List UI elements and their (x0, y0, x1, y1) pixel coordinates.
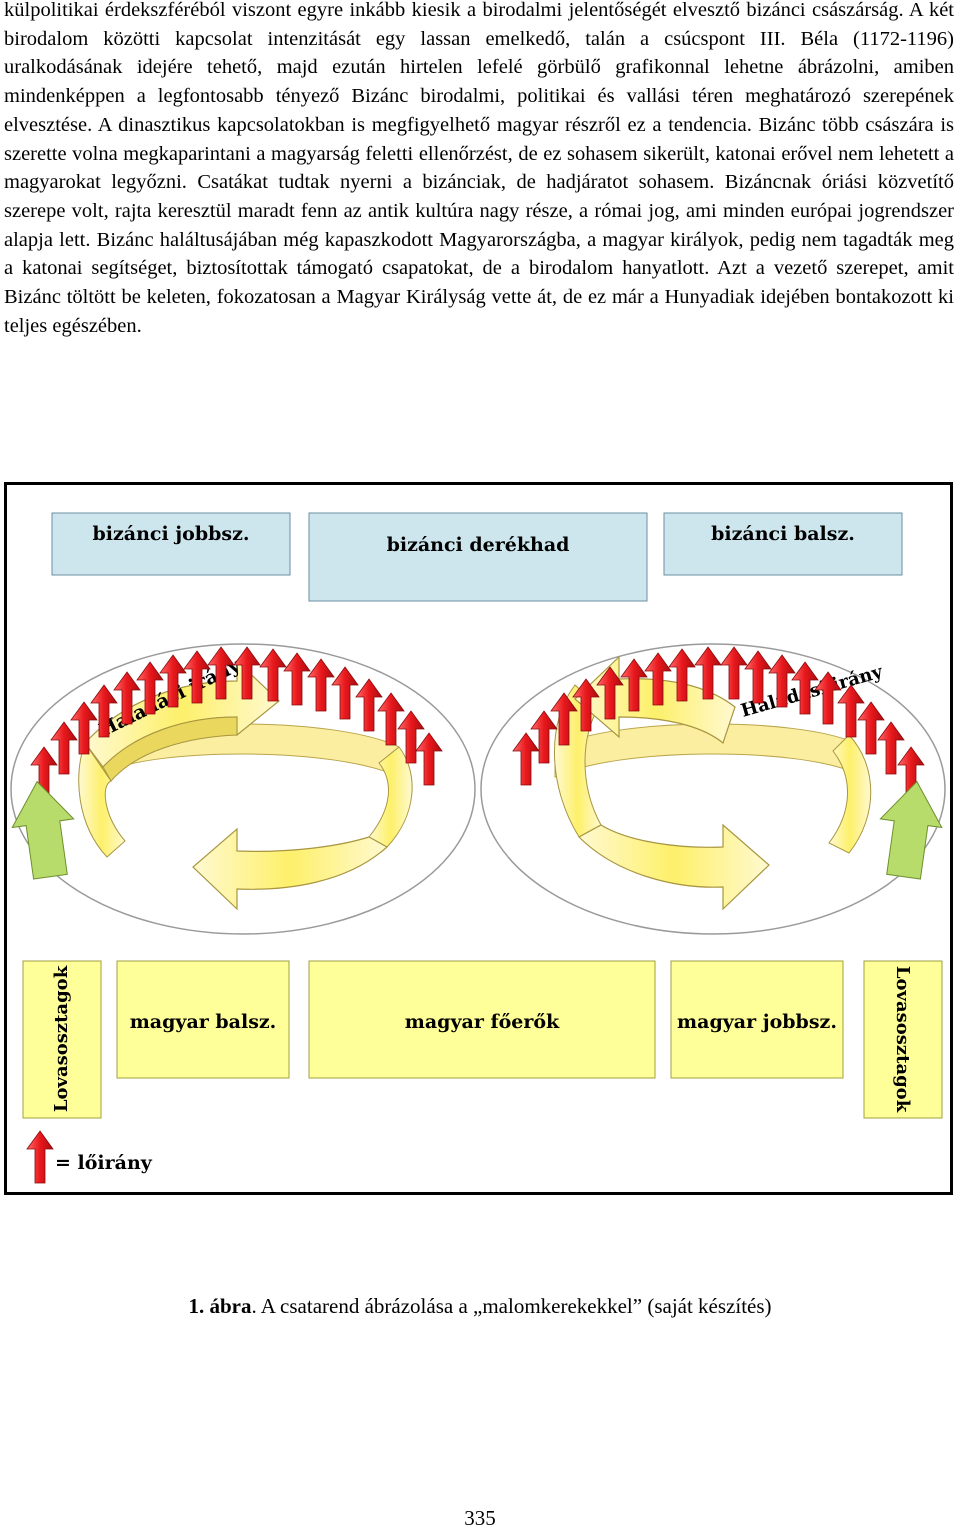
byzantine-center-box: bizánci derékhad (308, 512, 648, 602)
legend: = lőirány (26, 1130, 153, 1184)
cavalry-left-label: Lovasosztagok (51, 965, 72, 1112)
body-paragraph: külpolitikai érdekszféréból viszont egyr… (4, 0, 954, 337)
cavalry-right-box: Lovasosztagok (863, 960, 943, 1119)
cavalry-right-label: Lovasosztagok (892, 966, 913, 1113)
right-wheel-bottom-arrow (578, 823, 770, 911)
hungarian-main-force-box: magyar főerők (308, 960, 656, 1079)
figure-caption: 1. ábra. A csatarend ábrázolása a „malom… (0, 1294, 960, 1319)
cavalry-left-box: Lovasosztagok (22, 960, 102, 1119)
left-wheel-bottom-arrow (192, 827, 389, 911)
battle-formation-figure: bizánci jobbsz. bizánci derékhad bizánci… (4, 482, 953, 1195)
caption-number: 1. ábra (188, 1294, 252, 1318)
cavalry-arrow-left (11, 780, 75, 880)
caption-text: . A csatarend ábrázolása a „malomkerekek… (251, 1294, 772, 1318)
byzantine-right-wing-box: bizánci jobbsz. (51, 512, 291, 576)
hungarian-main-force-label: magyar főerők (405, 1011, 560, 1033)
byzantine-center-label: bizánci derékhad (387, 534, 570, 556)
byzantine-left-wing-label: bizánci balsz. (711, 523, 855, 545)
hungarian-right-wing-box: magyar jobbsz. (670, 960, 844, 1079)
figure-canvas: bizánci jobbsz. bizánci derékhad bizánci… (10, 512, 946, 1184)
hungarian-right-wing-label: magyar jobbsz. (677, 1011, 837, 1033)
legend-label: = lőirány (55, 1152, 153, 1174)
legend-red-arrow-icon (26, 1130, 54, 1184)
page-number: 335 (464, 1506, 496, 1530)
hungarian-left-wing-box: magyar balsz. (116, 960, 290, 1079)
byzantine-right-wing-label: bizánci jobbsz. (92, 523, 249, 545)
byzantine-left-wing-box: bizánci balsz. (663, 512, 903, 576)
hungarian-left-wing-label: magyar balsz. (130, 1011, 277, 1033)
cavalry-arrow-right (879, 780, 943, 880)
